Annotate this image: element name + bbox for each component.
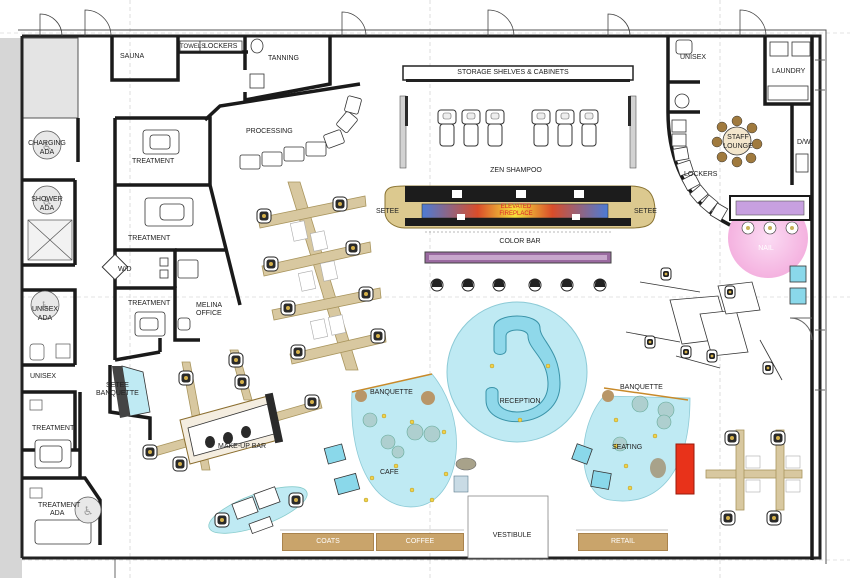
room-label-setee-2: SETEE: [106, 382, 129, 389]
room-label-shower-ada: ADA: [39, 205, 55, 212]
room-label-treatment-ada-2: ADA: [50, 510, 65, 517]
display-coffee: COFFEE: [376, 533, 464, 551]
room-label-seating: SEATING: [612, 444, 643, 451]
room-label-color-bar: COLOR BAR: [499, 238, 541, 245]
room-label-sauna: SAUNA: [120, 53, 145, 60]
room-label-zen-shampoo: ZEN SHAMPOO: [490, 167, 542, 174]
svg-text:♿: ♿: [83, 504, 94, 518]
room-label-banquette-right: BANQUETTE: [620, 384, 663, 391]
room-label-unisex-left: UNISEX: [30, 373, 57, 380]
room-label-processing: PROCESSING: [246, 128, 293, 135]
room-label-tanning: TANNING: [268, 55, 299, 62]
room-label-unisex-ada: UNISEX: [31, 306, 59, 313]
room-label-makeup-bar: MAKE-UP BAR: [218, 443, 267, 450]
room-label-melina: MELINA: [196, 302, 223, 309]
room-label-staff: STAFF: [727, 134, 749, 141]
room-label-unisex-right: UNISEX: [680, 54, 707, 61]
room-label-lockers-right: LOCKERS: [684, 171, 718, 178]
room-label-towels: TOWELS: [180, 44, 206, 50]
svg-text:♿: ♿: [40, 299, 51, 313]
room-label-nail: NAIL: [758, 245, 774, 252]
room-label-banquette-left: BANQUETTE: [370, 389, 413, 396]
room-label-unisex-ada-2: ADA: [37, 315, 53, 322]
svg-text:♿: ♿: [42, 194, 53, 208]
room-label-setee-left: SETEE: [376, 208, 399, 215]
room-label-charging: CHARGING: [28, 140, 66, 147]
room-label-vestibule: VESTIBULE: [492, 532, 532, 539]
room-label-laundry: LAUNDRY: [772, 68, 806, 75]
room-label-treatment-1: TREATMENT: [132, 158, 175, 165]
room-label-charging-ada: ADA: [39, 149, 55, 156]
room-label-lounge: LOUNGE: [723, 143, 753, 150]
room-label-dw: D/W: [797, 139, 811, 146]
room-label-lockers-top: LOCKERS: [204, 43, 238, 50]
room-label-treatment-4: TREATMENT: [32, 425, 75, 432]
room-label-cafe: CAFE: [380, 469, 399, 476]
display-retail: RETAIL: [578, 533, 668, 551]
room-label-treatment-3: TREATMENT: [128, 300, 171, 307]
room-label-wd: W/D: [118, 266, 132, 273]
room-label-banquette-setee: BANQUETTE: [96, 390, 139, 397]
room-label-treatment-2: TREATMENT: [128, 235, 171, 242]
room-label-fireplace: FIREPLACE: [499, 211, 533, 217]
svg-text:♿: ♿: [42, 139, 53, 153]
display-coats: COATS: [282, 533, 374, 551]
room-label-elevated: ELEVATED: [500, 204, 532, 210]
room-label-setee-right: SETEE: [634, 208, 657, 215]
room-label-treatment-ada-1: TREATMENT: [38, 502, 81, 509]
room-label-shower: SHOWER: [31, 196, 63, 203]
room-label-reception: RECEPTION: [499, 398, 541, 405]
room-label-office: OFFICE: [196, 310, 222, 317]
room-label-storage: STORAGE SHELVES & CABINETS: [457, 69, 569, 76]
